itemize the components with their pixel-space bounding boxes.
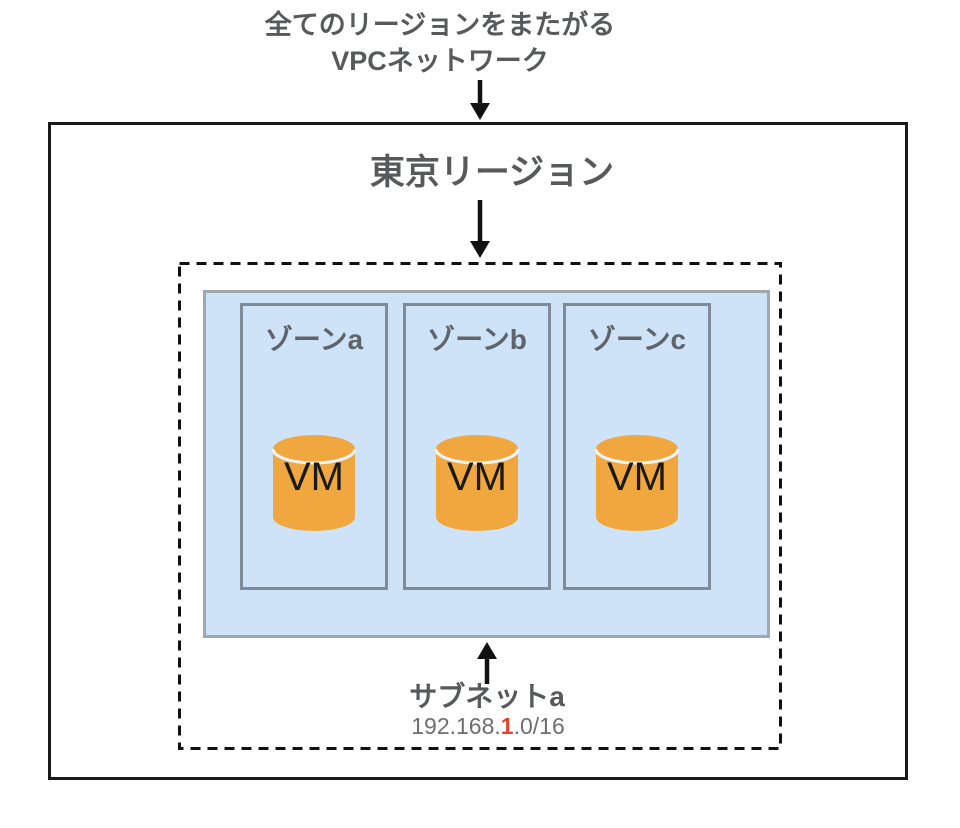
- zone-b-box: ゾーンb VM: [403, 303, 551, 590]
- vpc-title-line2: VPCネットワーク: [331, 46, 549, 76]
- vm-label: VM: [607, 455, 667, 499]
- zone-c-box: ゾーンc VM: [563, 303, 711, 590]
- cidr-highlighted-octet: 1: [500, 713, 514, 739]
- vm-instance-zone-c: VM: [594, 433, 680, 533]
- subnet-cidr: 192.168.1.0/16: [188, 713, 788, 740]
- zone-b-label: ゾーンb: [427, 324, 527, 355]
- cidr-suffix: .0/16: [513, 713, 565, 739]
- zone-a-box: ゾーンa VM: [240, 303, 388, 590]
- vpc-title: 全てのリージョンをまたがる VPCネットワーク: [140, 7, 740, 79]
- subnet-container: ゾーンa VM ゾーンb VM: [203, 290, 770, 638]
- down-arrow-icon: [470, 80, 490, 120]
- up-arrow-icon: [477, 642, 497, 684]
- vm-cylinder-icon: [271, 435, 357, 531]
- zone-a-label: ゾーンa: [264, 324, 364, 355]
- subnet-label: サブネットa: [409, 681, 565, 712]
- vm-label: VM: [284, 455, 344, 499]
- vm-instance-zone-b: VM: [434, 433, 520, 533]
- zone-c-label: ゾーンc: [587, 324, 687, 355]
- vpc-title-line1: 全てのリージョンをまたがる: [264, 10, 616, 40]
- vm-cylinder-icon: [594, 435, 680, 531]
- cidr-prefix: 192.168.: [411, 713, 501, 739]
- down-arrow-icon: [470, 200, 490, 258]
- vm-instance-zone-a: VM: [271, 433, 357, 533]
- vm-label: VM: [447, 455, 507, 499]
- region-title: 東京リージョン: [369, 153, 615, 192]
- vm-cylinder-icon: [434, 435, 520, 531]
- subnet-boundary-dashed-box: [178, 262, 782, 750]
